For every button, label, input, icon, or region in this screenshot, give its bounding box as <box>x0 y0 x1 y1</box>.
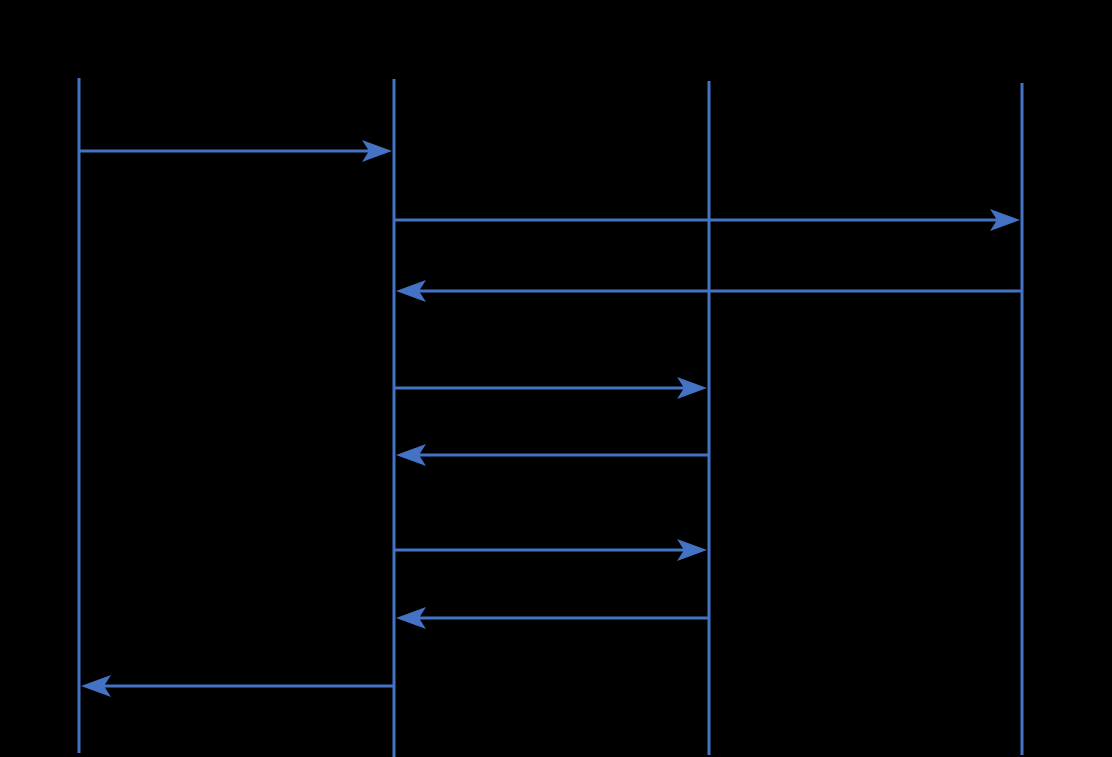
message-8-arrowhead-icon <box>81 675 111 697</box>
message-4-arrowhead-icon <box>677 377 707 399</box>
message-5-arrowhead-icon <box>396 444 426 466</box>
message-2-arrowhead-icon <box>990 209 1020 231</box>
message-1-arrowhead-icon <box>362 140 392 162</box>
message-7-arrowhead-icon <box>396 607 426 629</box>
message-6-arrowhead-icon <box>677 539 707 561</box>
message-3-arrowhead-icon <box>396 280 426 302</box>
